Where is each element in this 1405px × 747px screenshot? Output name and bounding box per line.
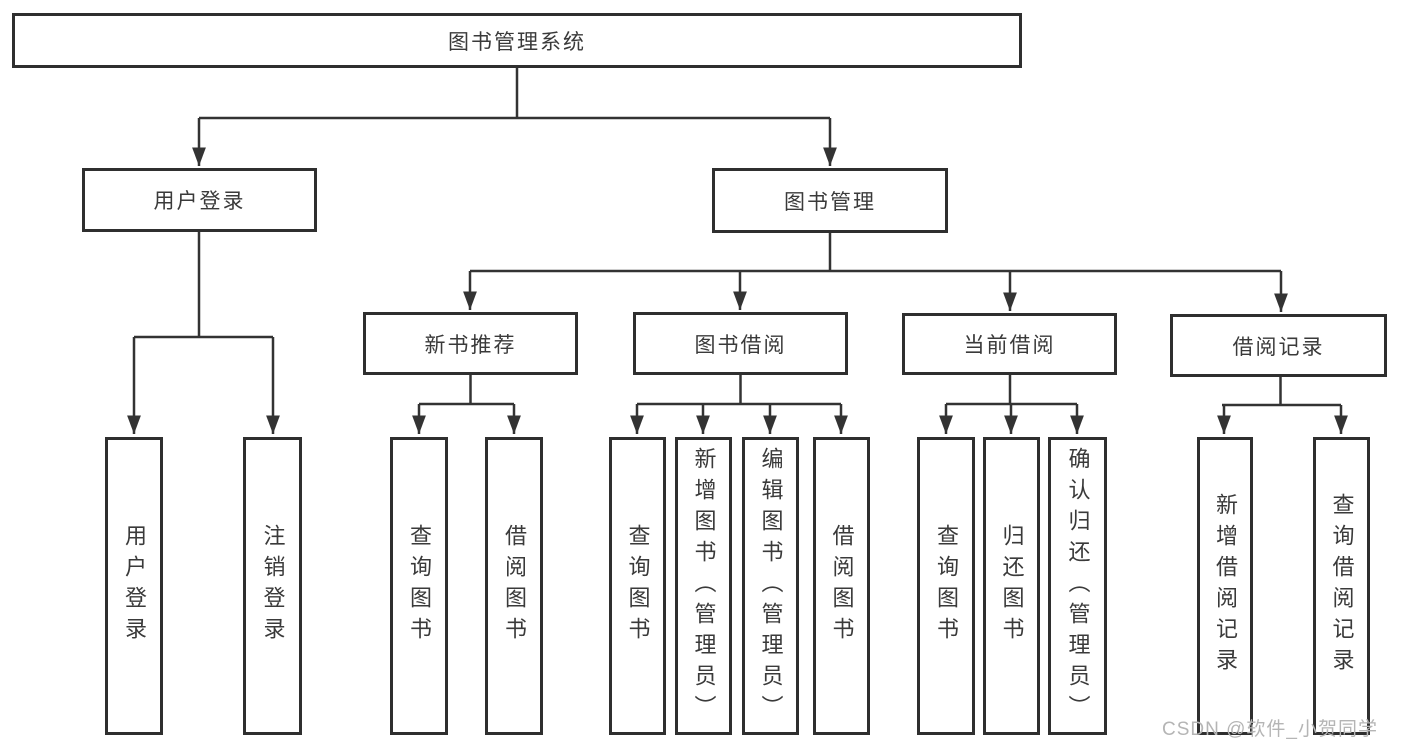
node-borrowing-records-label: 借阅记录 [1232, 335, 1325, 359]
arrow-connectors [126, 118, 1348, 434]
leaf-current-return-books-label: 归还图书 [999, 524, 1025, 648]
leaf-user-login: 用户登录 [105, 437, 163, 735]
leaf-logout: 注销登录 [243, 437, 302, 735]
leaf-current-confirm-return-admin-label: 确认归还（管理员） [1065, 446, 1091, 726]
node-book-management-label: 图书管理 [784, 190, 876, 214]
leaf-newbook-query-books-label: 查询图书 [407, 524, 432, 648]
leaf-current-return-books: 归还图书 [983, 437, 1040, 735]
leaf-borrowing-add-books-admin: 新增图书（管理员） [675, 437, 732, 735]
leaf-current-confirm-return-admin: 确认归还（管理员） [1048, 437, 1107, 735]
node-borrowing-records: 借阅记录 [1170, 314, 1387, 377]
leaf-borrowing-add-books-admin-label: 新增图书（管理员） [691, 446, 717, 726]
leaf-current-query-books-label: 查询图书 [934, 524, 959, 648]
node-book-borrowing: 图书借阅 [633, 312, 848, 375]
plain-connectors [134, 68, 1341, 407]
node-book-management: 图书管理 [712, 168, 948, 233]
node-book-borrowing-label: 图书借阅 [694, 333, 787, 357]
leaf-current-query-books: 查询图书 [917, 437, 975, 735]
leaf-borrowing-query-books-label: 查询图书 [625, 524, 651, 648]
leaf-borrowing-borrow-books: 借阅图书 [813, 437, 870, 735]
node-user-login-label: 用户登录 [153, 190, 246, 213]
leaf-logout-label: 注销登录 [260, 524, 286, 648]
leaf-records-add-borrow-record-label: 新增借阅记录 [1213, 493, 1238, 679]
leaf-newbook-query-books: 查询图书 [390, 437, 448, 735]
node-new-book-recommendation: 新书推荐 [363, 312, 578, 375]
node-user-login: 用户登录 [82, 168, 317, 232]
node-current-borrowing-label: 当前借阅 [963, 334, 1056, 357]
leaf-borrowing-query-books: 查询图书 [609, 437, 666, 735]
leaf-borrowing-edit-books-admin-label: 编辑图书（管理员） [758, 446, 784, 726]
node-root-system-label: 图书管理系统 [448, 30, 586, 54]
leaf-records-query-borrow-record-label: 查询借阅记录 [1329, 493, 1355, 679]
leaf-records-add-borrow-record: 新增借阅记录 [1197, 437, 1253, 735]
leaf-newbook-borrow-books: 借阅图书 [485, 437, 543, 735]
node-current-borrowing: 当前借阅 [902, 313, 1117, 375]
leaf-borrowing-edit-books-admin: 编辑图书（管理员） [742, 437, 799, 735]
leaf-records-query-borrow-record: 查询借阅记录 [1313, 437, 1370, 735]
node-new-book-recommendation-label: 新书推荐 [424, 333, 517, 357]
watermark: CSDN @软件_小贺同学 [1162, 719, 1378, 740]
leaf-newbook-borrow-books-label: 借阅图书 [502, 524, 527, 648]
leaf-borrowing-borrow-books-label: 借阅图书 [829, 524, 855, 648]
leaf-user-login-label: 用户登录 [122, 524, 147, 648]
node-root-system: 图书管理系统 [12, 13, 1022, 68]
